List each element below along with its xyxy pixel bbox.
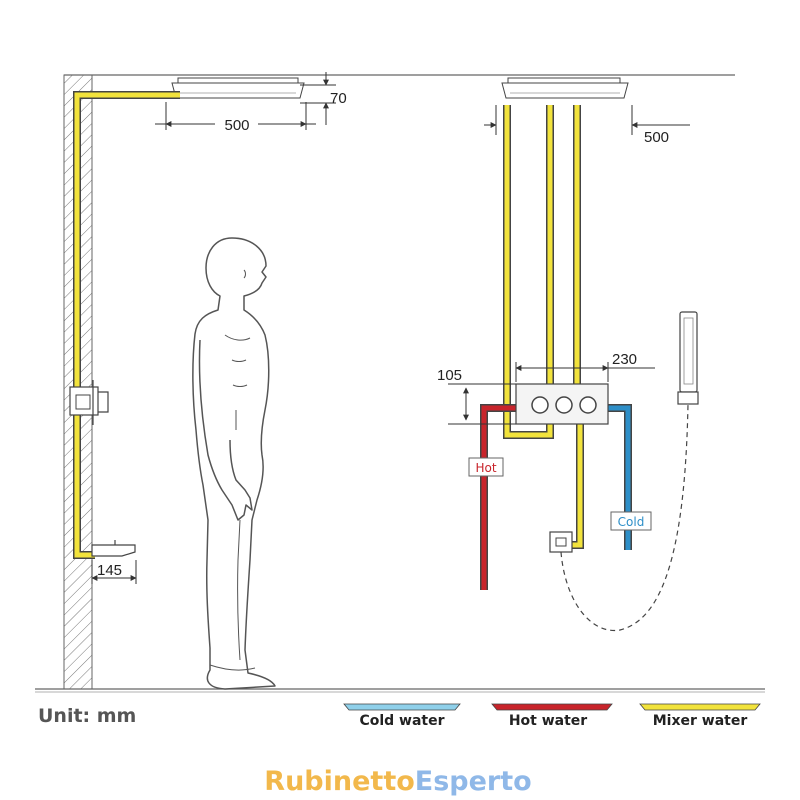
- unit-label: Unit: mm: [38, 705, 136, 727]
- legend-item-cold: Cold water: [343, 703, 461, 729]
- valve-knob-2: [555, 396, 573, 414]
- hot-label: Hot: [468, 457, 504, 477]
- valve-knob-3: [579, 396, 597, 414]
- svg-text:230: 230: [612, 351, 637, 368]
- valve-knob-1: [531, 396, 549, 414]
- svg-text:500: 500: [224, 117, 249, 134]
- wall-valve: [69, 380, 109, 425]
- hose-connector: [549, 531, 573, 553]
- right-showerhead: [501, 77, 629, 99]
- brand-part-2: Esperto: [415, 766, 532, 797]
- svg-text:145: 145: [97, 562, 122, 579]
- svg-text:500: 500: [644, 129, 669, 146]
- legend-item-hot: Hot water: [491, 703, 613, 729]
- dim-right-showerhead: 500: [484, 105, 690, 146]
- shower-hose: [560, 403, 689, 632]
- svg-text:Cold: Cold: [618, 515, 645, 529]
- left-showerhead: [171, 77, 305, 99]
- dim-spout-projection: 145: [91, 560, 137, 584]
- dim-left-showerhead: 500: [155, 102, 316, 134]
- svg-text:105: 105: [437, 367, 462, 384]
- right-mixer-pipes: [503, 105, 584, 549]
- dim-valve-height: 105: [437, 367, 516, 425]
- brand-part-1: Rubinetto: [264, 766, 415, 797]
- dim-ceiling-height: 70: [300, 72, 347, 125]
- svg-text:Hot water: Hot water: [509, 713, 587, 729]
- thermostatic-valve: [515, 383, 609, 425]
- hot-water-pipe: [480, 404, 520, 590]
- svg-text:Mixer water: Mixer water: [653, 713, 748, 729]
- legend-item-mixer: Mixer water: [639, 703, 761, 729]
- legend: Cold water Hot water Mixer water: [343, 703, 761, 729]
- human-figure: [192, 237, 276, 690]
- brand-logo: RubinettoEsperto: [264, 766, 531, 797]
- wall-spout: [91, 540, 136, 557]
- svg-text:Cold water: Cold water: [359, 713, 444, 729]
- cold-label: Cold: [610, 511, 652, 531]
- svg-text:70: 70: [330, 90, 347, 107]
- hand-shower: [677, 311, 699, 405]
- cold-water-pipe: [606, 404, 632, 550]
- left-mixer-pipe: [73, 91, 180, 559]
- dim-valve-width: 230: [515, 351, 655, 382]
- svg-text:Hot: Hot: [475, 461, 496, 475]
